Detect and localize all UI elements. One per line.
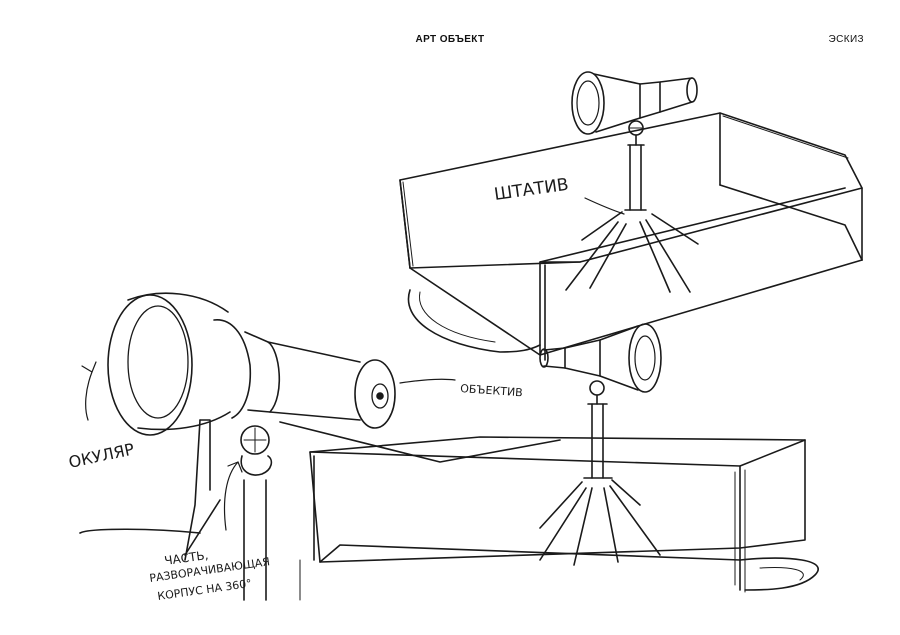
eyepiece-label: ОКУЛЯР — [67, 439, 136, 471]
tripod-label: ШТАТИВ — [493, 175, 570, 205]
upper-display-box — [399, 112, 863, 361]
lower-display-box — [79, 436, 819, 593]
foreground-telescope — [107, 292, 561, 601]
part-label-line1: ЧАСТЬ, — [163, 548, 209, 568]
upper-telescope — [565, 71, 699, 293]
sheet-title: АРТ ОБЪЕКТ — [415, 34, 485, 45]
lower-telescope — [539, 323, 662, 566]
objective-label: ОБЪЕКТИВ — [460, 382, 523, 399]
annotation-leaders — [81, 197, 625, 531]
sheet-tag: ЭСКИЗ — [828, 34, 864, 45]
